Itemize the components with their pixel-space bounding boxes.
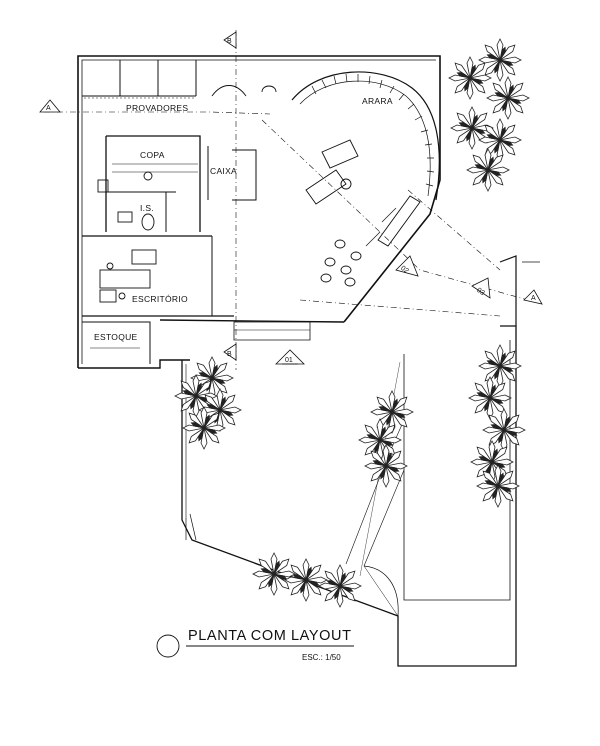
building-walls xyxy=(77,55,441,369)
room-label-copa: COPA xyxy=(140,150,165,160)
section-lines xyxy=(44,30,529,370)
svg-text:A: A xyxy=(531,295,536,302)
garden-plants xyxy=(174,38,530,608)
view-02-marker: 02 xyxy=(395,255,419,277)
room-labels: PROVADORES ARARA COPA CAIXA I.S. ESCRITÓ… xyxy=(94,96,393,342)
view-01-marker: 01 xyxy=(275,349,305,365)
view-03-marker: 03 xyxy=(471,277,491,299)
title-circle xyxy=(156,634,180,658)
section-a-marker-left: A xyxy=(39,99,61,113)
svg-text:A: A xyxy=(46,105,51,112)
arara-rack xyxy=(291,71,440,201)
svg-text:01: 01 xyxy=(285,357,293,364)
room-label-provadores: PROVADORES xyxy=(126,103,188,113)
section-markers: A A B B 01 02 03 xyxy=(39,31,543,365)
interior-walls xyxy=(82,60,257,364)
svg-text:B: B xyxy=(227,351,232,358)
room-label-arara: ARARA xyxy=(362,96,393,106)
svg-text:03: 03 xyxy=(475,287,485,297)
drawing-title: PLANTA COM LAYOUT xyxy=(188,628,352,644)
room-label-estoque: ESTOQUE xyxy=(94,332,138,342)
section-b-marker-top: B xyxy=(223,31,237,49)
section-b-marker-bottom: B xyxy=(223,343,237,361)
title-block: PLANTA COM LAYOUT ESC.: 1/50 xyxy=(156,628,354,662)
svg-text:02: 02 xyxy=(399,265,409,275)
drawing-scale: ESC.: 1/50 xyxy=(302,653,341,662)
svg-text:B: B xyxy=(227,38,232,45)
section-a-marker-right: A xyxy=(523,289,543,305)
room-label-escritorio: ESCRITÓRIO xyxy=(132,294,188,304)
room-label-caixa: CAIXA xyxy=(210,166,237,176)
room-label-is: I.S. xyxy=(140,203,154,213)
furniture xyxy=(90,85,421,349)
